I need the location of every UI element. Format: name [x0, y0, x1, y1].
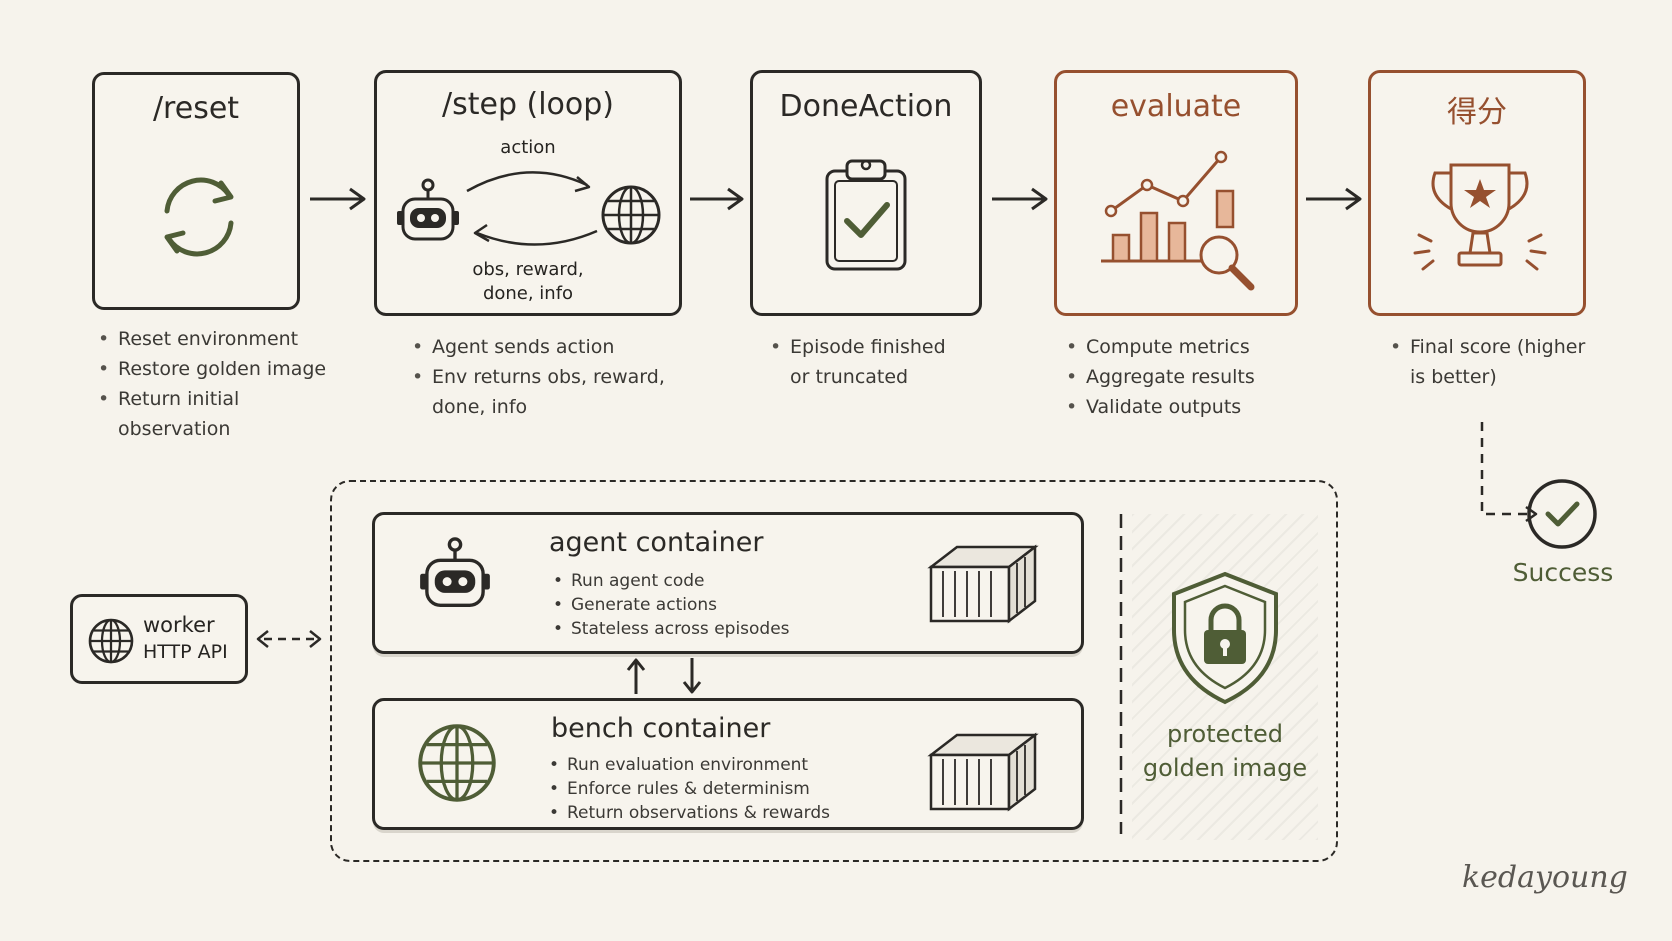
- bench-container-title: bench container: [551, 713, 771, 744]
- done-bullet: Episode finished or truncated: [770, 332, 950, 392]
- step-return-label-1: obs, reward,: [472, 259, 584, 280]
- clipboard-check-icon: [825, 159, 907, 271]
- worker-label-1: worker: [143, 613, 215, 637]
- done-box: DoneAction: [750, 70, 982, 316]
- step-title: /step (loop): [441, 87, 615, 122]
- reset-bullets: Reset environment Restore golden image R…: [98, 324, 338, 444]
- worker-label-2: HTTP API: [143, 641, 228, 663]
- done-title: DoneAction: [779, 89, 953, 124]
- evaluate-box: evaluate: [1054, 70, 1298, 316]
- shipping-container-icon: [927, 544, 1039, 624]
- step-return-label-2: done, info: [482, 283, 574, 304]
- step-box: /step (loop) action obs, reward, done, i…: [374, 70, 682, 316]
- reset-bullet: Return initial observation: [98, 384, 338, 444]
- step-action-label: action: [500, 137, 556, 158]
- success-label: Success: [1512, 558, 1614, 587]
- score-title: 得分: [1447, 95, 1507, 130]
- golden-label-2: golden image: [1142, 754, 1308, 782]
- evaluate-bullets: Compute metrics Aggregate results Valida…: [1066, 332, 1306, 422]
- agent-container-bullet: Run agent code: [551, 569, 881, 593]
- evaluate-bullet: Compute metrics: [1066, 332, 1306, 362]
- step-bullet: Agent sends action: [412, 332, 682, 362]
- bench-container-box: bench container Run evaluation environme…: [372, 698, 1084, 830]
- score-box: 得分: [1368, 70, 1586, 316]
- signature: kedayoung: [1462, 860, 1628, 895]
- loop-arrows: [466, 171, 598, 246]
- success-check-icon: [1527, 479, 1597, 549]
- agent-container-bullet: Stateless across episodes: [551, 617, 881, 641]
- robot-icon: [420, 537, 490, 607]
- refresh-icon: [164, 177, 234, 257]
- done-bullets: Episode finished or truncated: [770, 332, 950, 392]
- evaluate-bullet: Validate outputs: [1066, 392, 1306, 422]
- agent-container-bullet: Generate actions: [551, 593, 881, 617]
- robot-icon: [397, 178, 459, 241]
- arrow-reset-to-step: [310, 187, 366, 211]
- agent-container-bullets: Run agent code Generate actions Stateles…: [551, 569, 881, 641]
- bench-container-bullet: Return observations & rewards: [547, 801, 887, 825]
- containers-frame: [330, 480, 1338, 862]
- reset-bullet: Reset environment: [98, 324, 338, 354]
- chart-magnifier-icon: [1101, 150, 1255, 291]
- evaluate-title: evaluate: [1110, 89, 1242, 124]
- golden-label-1: protected: [1166, 720, 1284, 748]
- arrow-done-to-evaluate: [992, 187, 1048, 211]
- reset-title: /reset: [152, 91, 240, 126]
- bench-container-bullet: Run evaluation environment: [547, 753, 887, 777]
- bench-container-bullet: Enforce rules & determinism: [547, 777, 887, 801]
- score-bullet: Final score (higher is better): [1390, 332, 1590, 392]
- globe-icon: [418, 724, 496, 802]
- score-bullets: Final score (higher is better): [1390, 332, 1590, 392]
- trophy-icon: [1413, 163, 1547, 271]
- arrow-worker-to-containers: [256, 630, 322, 648]
- agent-container-box: agent container Run agent code Generate …: [372, 512, 1084, 654]
- arrow-step-to-done: [690, 187, 744, 211]
- reset-box: /reset: [92, 72, 300, 310]
- step-bullets: Agent sends action Env returns obs, rewa…: [412, 332, 682, 422]
- step-bullet: Env returns obs, reward, done, info: [412, 362, 682, 422]
- arrow-evaluate-to-score: [1306, 187, 1362, 211]
- shipping-container-icon: [927, 732, 1039, 812]
- evaluate-bullet: Aggregate results: [1066, 362, 1306, 392]
- reset-bullet: Restore golden image: [98, 354, 338, 384]
- globe-icon: [88, 618, 134, 664]
- arrow-agent-bench: [626, 658, 702, 694]
- frame-divider: [1119, 514, 1123, 834]
- agent-container-title: agent container: [549, 527, 764, 558]
- bench-container-bullets: Run evaluation environment Enforce rules…: [547, 753, 887, 825]
- globe-icon: [601, 185, 661, 245]
- worker-box: worker HTTP API: [70, 594, 248, 684]
- shield-lock-icon: [1172, 571, 1278, 705]
